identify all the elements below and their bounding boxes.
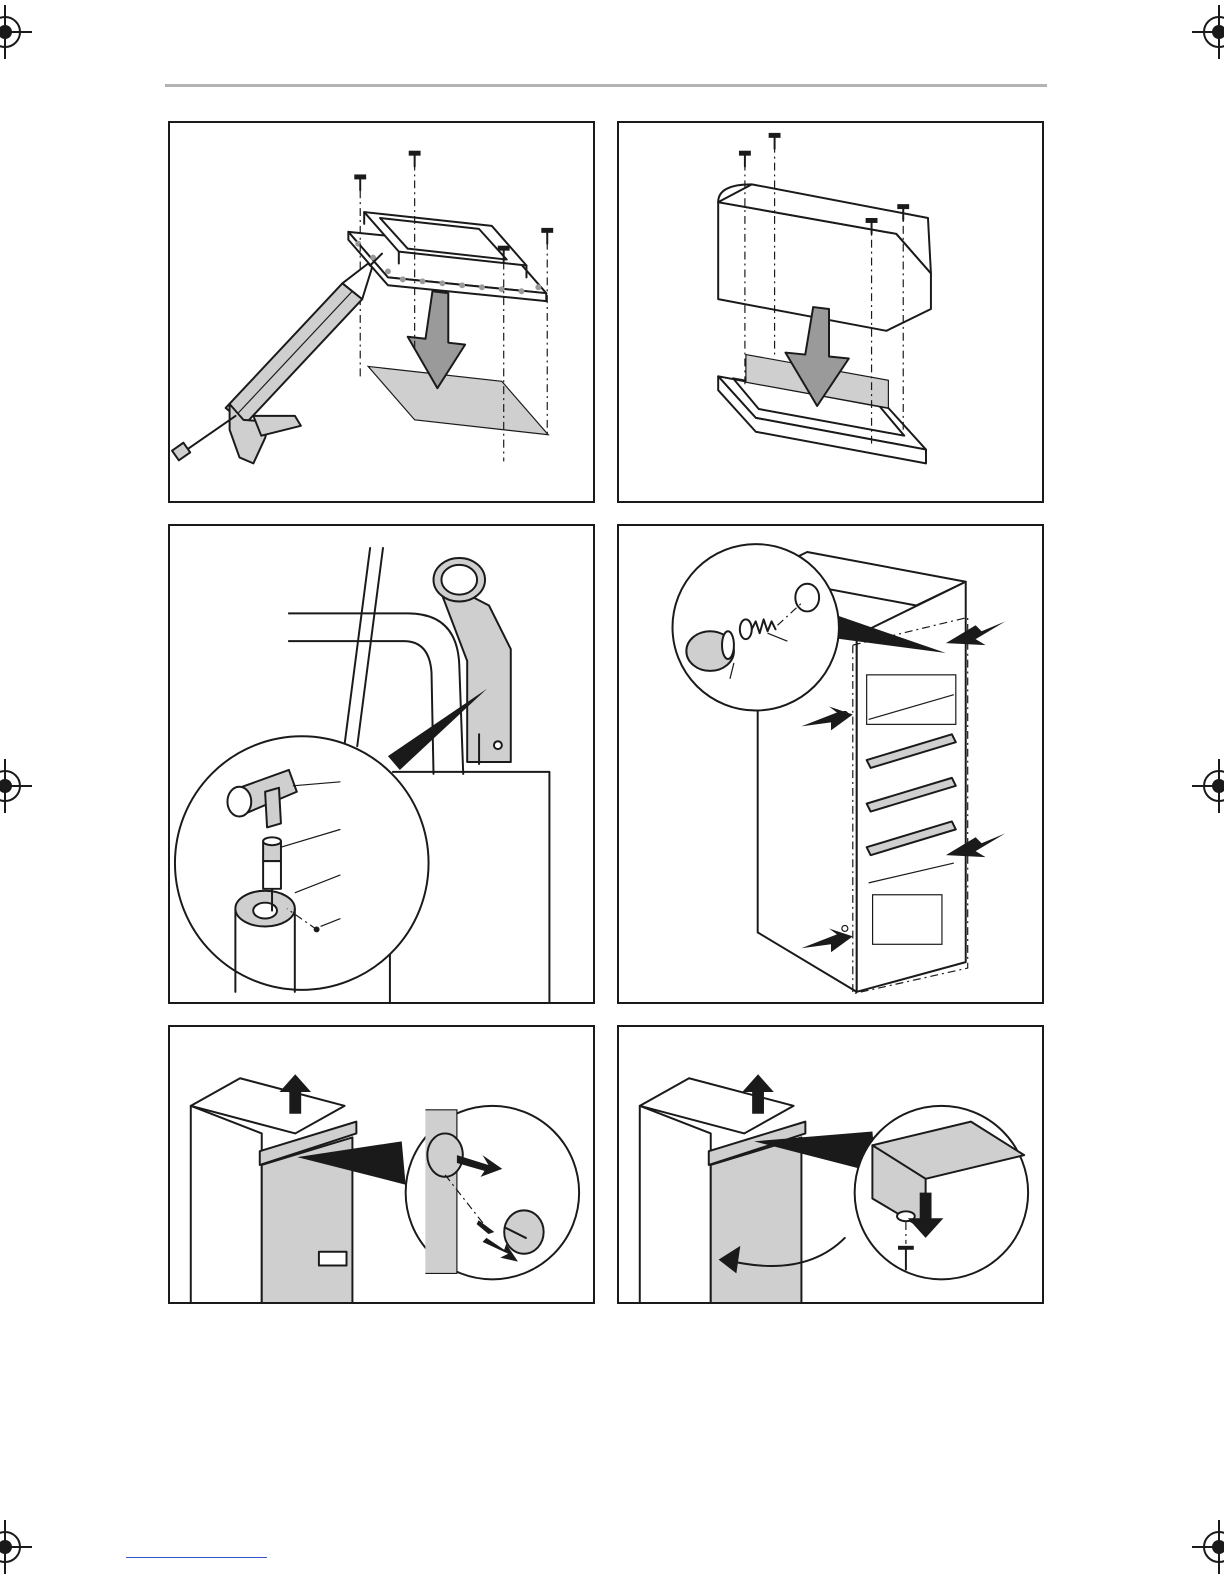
registration-mark-middle-left [0,759,32,813]
figure-panel-knob-removal [168,1025,595,1304]
registration-mark-middle-right [1192,759,1224,813]
registration-mark-bottom-right [1192,1520,1224,1574]
cabinet-side [191,1106,262,1302]
registration-mark-top-left [0,5,32,59]
knob-removal-illustration [170,1027,593,1302]
figure-panel-sealant-frame [168,121,595,503]
sealant-frame-illustration [170,123,593,501]
registration-mark-bottom-left [0,1520,32,1574]
cabinet-side [640,1106,711,1302]
figure-panel-cover-box [617,121,1044,503]
caulking-gun-icon [172,254,382,464]
pipe-connector-illustration [170,526,593,1002]
header-rule [165,84,1047,87]
figure-panel-door-removal [617,1025,1044,1304]
cover-box-illustration [619,123,1042,501]
detail-circle [672,544,838,710]
cabinet-screws-illustration [619,526,1042,1002]
pipe-t-fitting [434,558,511,764]
detail-circle [175,736,429,990]
figure-panel-pipe-connector [168,524,595,1004]
registration-mark-top-right [1192,5,1224,59]
footer-rule [126,1557,267,1558]
figure-panel-cabinet-screws [617,524,1044,1004]
door-removal-illustration [619,1027,1042,1302]
